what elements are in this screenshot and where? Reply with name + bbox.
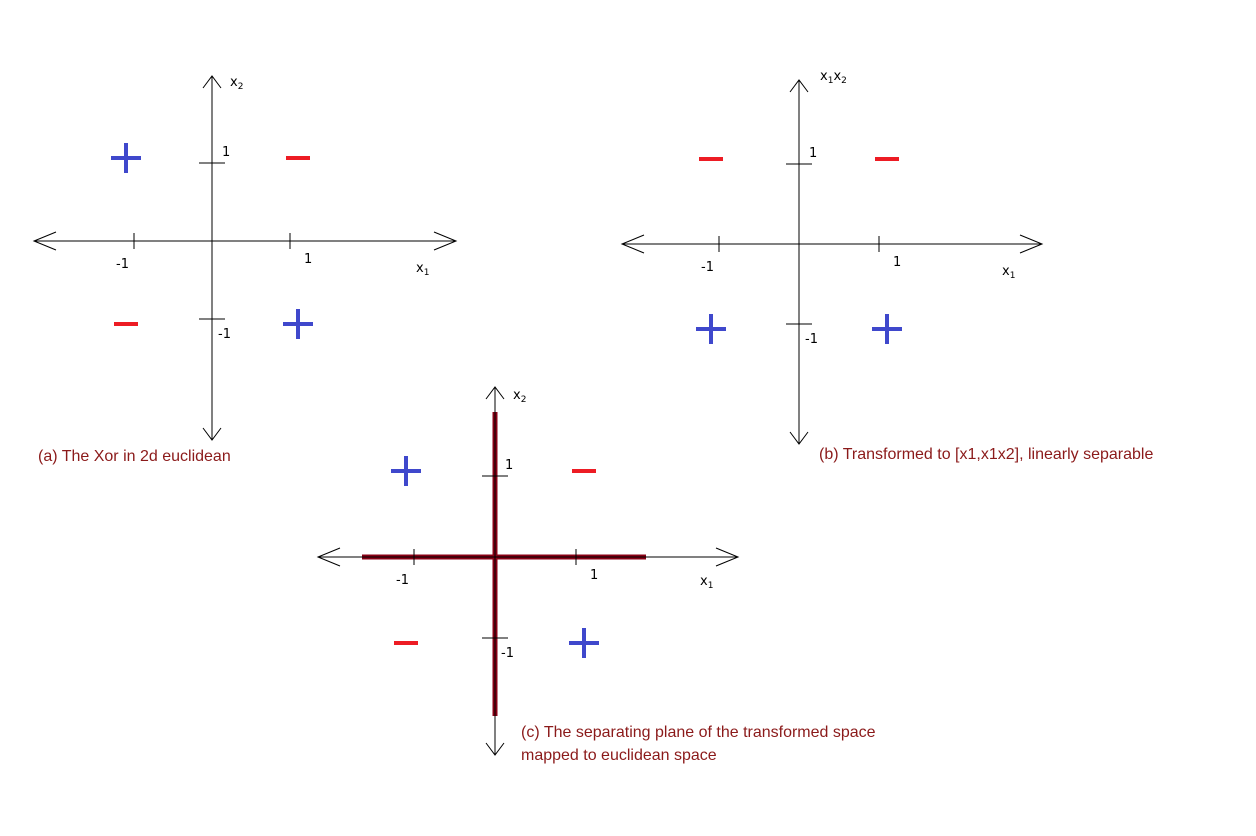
plus-marker <box>283 309 313 339</box>
tick-label-x-neg: -1 <box>116 257 129 272</box>
y-axis-label-main-2: x <box>833 69 841 84</box>
tick-label-x-pos: 1 <box>590 568 598 583</box>
x-axis-arrow-right <box>433 231 458 251</box>
tick-label-y-neg: -1 <box>501 646 514 661</box>
y-axis-label-sub: 1 <box>828 76 834 86</box>
x-axis-label-main: x <box>700 574 708 589</box>
x-axis-arrow-right <box>1019 234 1044 254</box>
x-axis-label-sub: 1 <box>1010 271 1016 281</box>
caption-line: (c) The separating plane of the transfor… <box>521 724 876 741</box>
x-axis-label: x1 <box>416 261 429 278</box>
y-axis-arrow-down <box>202 427 222 441</box>
caption-line: (a) The Xor in 2d euclidean <box>38 448 231 465</box>
tick-label-y-pos: 1 <box>809 146 817 161</box>
plus-marker <box>696 314 726 344</box>
y-axis-arrow-up <box>789 79 809 93</box>
y-axis-label-main: x <box>513 388 521 403</box>
y-axis-label-sub: 2 <box>238 82 244 92</box>
y-axis-label: x2 <box>230 75 243 92</box>
tick-label-x-pos: 1 <box>893 255 901 270</box>
tick-label-x-neg: -1 <box>701 260 714 275</box>
y-axis-arrow-up <box>485 386 505 400</box>
plus-marker <box>391 456 421 486</box>
y-axis-label-main: x <box>820 69 828 84</box>
y-axis-arrow-down <box>485 742 505 756</box>
tick-label-x-neg: -1 <box>396 573 409 588</box>
y-axis-label-main: x <box>230 75 238 90</box>
y-axis-label-sub: 2 <box>521 395 527 405</box>
plus-marker <box>569 628 599 658</box>
y-axis-arrow-down <box>789 431 809 445</box>
x-axis-label-main: x <box>416 261 424 276</box>
plus-marker <box>111 143 141 173</box>
caption-line: mapped to euclidean space <box>521 747 717 764</box>
x-axis-arrow-left <box>316 547 341 567</box>
caption-line: (b) Transformed to [x1,x1x2], linearly s… <box>819 446 1153 463</box>
x-axis-arrow-right <box>715 547 740 567</box>
y-axis-arrow-up <box>202 75 222 89</box>
x-axis-label: x1 <box>1002 264 1015 281</box>
tick-label-x-pos: 1 <box>304 252 312 267</box>
tick-label-y-neg: -1 <box>805 332 818 347</box>
y-axis-label: x2 <box>513 388 526 405</box>
x-axis-arrow-left <box>32 231 57 251</box>
plus-marker <box>872 314 902 344</box>
tick-label-y-pos: 1 <box>222 145 230 160</box>
panel-caption: (a) The Xor in 2d euclidean <box>38 448 231 465</box>
panel-caption: (c) The separating plane of the transfor… <box>521 724 876 764</box>
x-axis-arrow-left <box>620 234 645 254</box>
y-axis-label-sub-2: 2 <box>841 76 847 86</box>
x-axis-label: x1 <box>700 574 713 591</box>
x-axis-label-sub: 1 <box>708 581 714 591</box>
tick-label-y-pos: 1 <box>505 458 513 473</box>
x-axis-label-main: x <box>1002 264 1010 279</box>
tick-label-y-neg: -1 <box>218 327 231 342</box>
y-axis-label: x1x2 <box>820 69 847 86</box>
panel-caption: (b) Transformed to [x1,x1x2], linearly s… <box>819 446 1153 463</box>
x-axis-label-sub: 1 <box>424 268 430 278</box>
